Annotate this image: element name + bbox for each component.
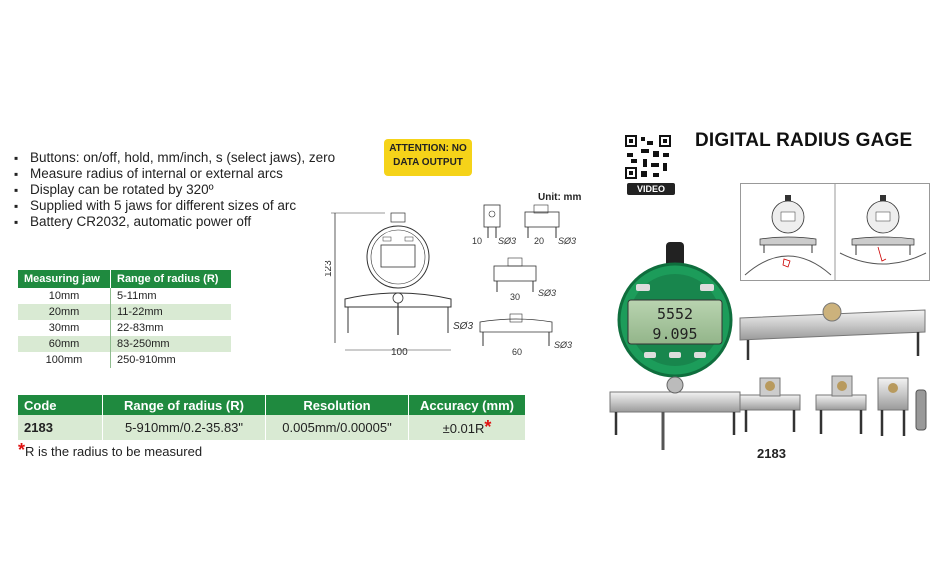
external-arc-figure — [744, 195, 832, 276]
table-row: 60mm 83-250mm — [18, 336, 231, 352]
feature-item: Display can be rotated by 320º — [14, 182, 335, 198]
gauge-drawing: 123 100 SØ3 — [325, 212, 473, 358]
lcd-line-2: 9.095 — [652, 325, 697, 343]
feature-list: Buttons: on/off, hold, mm/inch, s (selec… — [14, 150, 335, 230]
unit-label: Unit: mm — [538, 192, 582, 203]
svg-text:20: 20 — [534, 236, 544, 246]
feature-item: Buttons: on/off, hold, mm/inch, s (selec… — [14, 150, 335, 166]
svg-text:10: 10 — [472, 236, 482, 246]
video-label[interactable]: VIDEO — [627, 183, 675, 195]
feature-item: Supplied with 5 jaws for different sizes… — [14, 198, 335, 214]
column-header: Code — [18, 395, 103, 415]
jaw-cell: 30mm — [18, 320, 111, 336]
svg-text:SØ3: SØ3 — [558, 236, 576, 246]
table-row: 2183 5-910mm/0.2-35.83" 0.005mm/0.00005"… — [18, 415, 526, 440]
range-cell: 250-910mm — [110, 352, 231, 368]
asterisk: * — [484, 417, 492, 437]
jaw-drawings: 10 SØ3 20 SØ3 30 SØ3 60 SØ3 — [472, 204, 576, 357]
height-dim: 123 — [325, 260, 334, 277]
svg-text:SØ3: SØ3 — [538, 288, 556, 298]
jaw-cell: 100mm — [18, 352, 111, 368]
column-header: Resolution — [265, 395, 409, 415]
column-header: Range of radius (R) — [110, 270, 232, 288]
attention-badge: ATTENTION: NO DATA OUTPUT — [384, 139, 472, 176]
range-cell: 5-11mm — [110, 288, 231, 304]
table-row: 30mm 22-83mm — [18, 320, 231, 336]
feature-item: Measure radius of internal or external a… — [14, 166, 335, 182]
column-header: Measuring jaw — [18, 270, 111, 288]
product-photo: 5552 9.095 — [609, 242, 927, 450]
svg-text:60: 60 — [512, 347, 522, 357]
range-cell: 83-250mm — [110, 336, 231, 352]
width-dim: 100 — [391, 347, 408, 358]
accuracy-cell: ±0.01R* — [408, 415, 526, 440]
lcd-line-1: 5552 — [657, 305, 693, 323]
jaw-cell: 60mm — [18, 336, 111, 352]
column-header: Accuracy (mm) — [408, 395, 526, 415]
jaw-cell: 10mm — [18, 288, 111, 304]
range-cell: 22-83mm — [110, 320, 231, 336]
footnote: *R is the radius to be measured — [18, 440, 203, 460]
code-cell: 2183 — [18, 415, 103, 440]
column-header: Range of radius (R) — [102, 395, 266, 415]
qr-code-icon[interactable] — [623, 133, 673, 181]
table-row: 20mm 11-22mm — [18, 304, 231, 320]
range-cell: 11-22mm — [110, 304, 231, 320]
usage-illustration — [740, 183, 930, 281]
table-row: 100mm 250-910mm — [18, 352, 231, 368]
jaw-range-table: Measuring jaw Range of radius (R) 10mm 5… — [18, 270, 232, 368]
ball-label: SØ3 — [453, 321, 473, 332]
feature-item: Battery CR2032, automatic power off — [14, 214, 335, 230]
page-title: DIGITAL RADIUS GAGE — [695, 130, 913, 151]
internal-arc-figure — [839, 195, 927, 265]
range-cell: 5-910mm/0.2-35.83" — [102, 415, 266, 440]
spec-table: Code Range of radius (R) Resolution Accu… — [18, 395, 526, 440]
svg-text:30: 30 — [510, 292, 520, 302]
jaw-cell: 20mm — [18, 304, 111, 320]
svg-text:SØ3: SØ3 — [498, 236, 516, 246]
table-row: 10mm 5-11mm — [18, 288, 231, 304]
asterisk: * — [18, 440, 26, 460]
product-code: 2183 — [757, 446, 786, 461]
svg-text:SØ3: SØ3 — [554, 340, 572, 350]
resolution-cell: 0.005mm/0.00005" — [265, 415, 409, 440]
